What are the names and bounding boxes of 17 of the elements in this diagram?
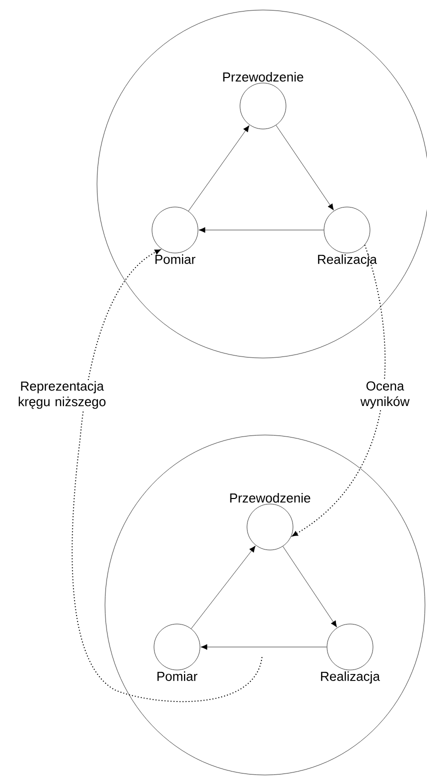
edge-label: Ocena wyników — [353, 380, 417, 410]
arrow — [198, 227, 324, 233]
node-label: Realizacja — [318, 254, 377, 267]
node-label: Pomiar — [155, 254, 196, 264]
dotted-arrow — [292, 244, 386, 536]
arrow — [282, 546, 337, 628]
arrow — [188, 125, 250, 212]
arrow — [191, 546, 256, 629]
arrow — [200, 644, 327, 650]
node-label: Przewodzenie — [223, 72, 304, 82]
edge-label: Reprezentacja kręgu niższego — [6, 380, 118, 410]
node-label: Realizacja — [321, 671, 380, 684]
arrow — [276, 125, 334, 210]
dotted-arrow — [72, 249, 262, 702]
node-label: Pomiar — [157, 671, 198, 681]
cycle-circle — [104, 434, 426, 776]
node-label: Przewodzenie — [230, 493, 310, 503]
